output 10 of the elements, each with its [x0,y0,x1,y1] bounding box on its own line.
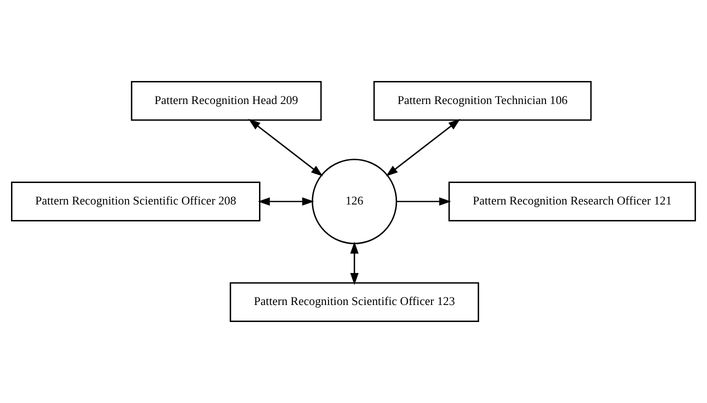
arrow [386,118,460,176]
node-box: Pattern Recognition Scientific Officer 123 [230,282,480,322]
node-box: Pattern Recognition Technician 106 [373,80,592,121]
arrow [350,242,359,285]
arrow [258,197,314,206]
arrow [248,118,323,176]
arrow [396,197,452,206]
node-box: Pattern Recognition Research Officer 121 [448,182,696,222]
node-box: Pattern Recognition Head 209 [130,80,322,121]
node-box: Pattern Recognition Scientific Officer 208 [11,182,260,222]
